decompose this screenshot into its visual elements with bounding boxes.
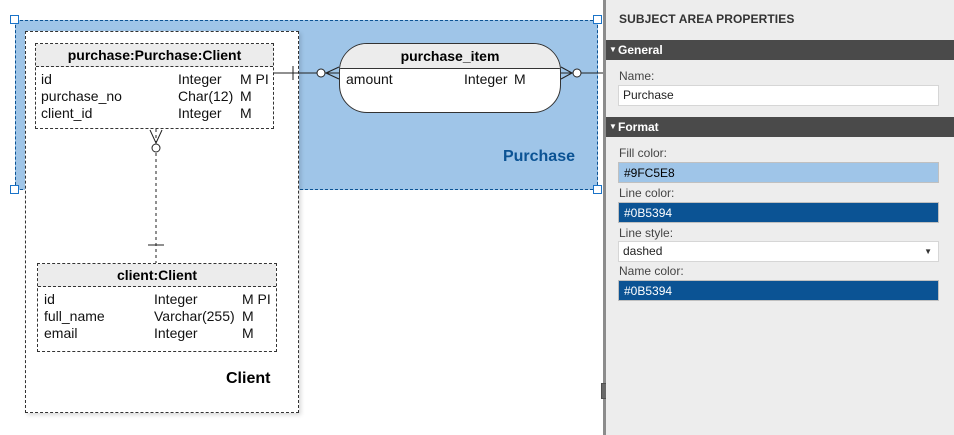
column-type: Char(12) — [178, 88, 234, 104]
resize-handle-top-right[interactable] — [593, 15, 602, 24]
resize-handle-bottom-right[interactable] — [593, 185, 602, 194]
properties-panel: SUBJECT AREA PROPERTIES ▼ General Name: … — [606, 0, 954, 435]
resize-handle-top-left[interactable] — [10, 15, 19, 24]
section-header-format[interactable]: ▼ Format — [606, 117, 954, 137]
table-purchase-item[interactable]: purchase_item amount Integer M — [339, 43, 561, 113]
section-header-general[interactable]: ▼ General — [606, 40, 954, 60]
fill-color-swatch[interactable]: #9FC5E8 — [618, 162, 939, 183]
line-style-value: dashed — [623, 244, 663, 258]
fill-color-label: Fill color: — [619, 146, 668, 160]
diagram-canvas[interactable]: Purchase Client purchase:Purchase:Client… — [0, 0, 603, 435]
panel-splitter[interactable] — [603, 0, 606, 435]
panel-title: SUBJECT AREA PROPERTIES — [619, 12, 795, 26]
table-row[interactable]: full_name Varchar(255) M — [38, 308, 276, 325]
table-title: client:Client — [38, 264, 276, 287]
table-row[interactable]: purchase_no Char(12) M — [36, 88, 273, 105]
table-client[interactable]: client:Client id Integer M PI full_name … — [37, 263, 277, 352]
column-name: purchase_no — [41, 88, 122, 104]
column-name: id — [44, 291, 55, 307]
column-flags: M PI — [240, 71, 269, 87]
column-flags: M — [240, 105, 252, 121]
column-type: Integer — [178, 71, 222, 87]
triangle-down-icon: ▼ — [609, 122, 617, 131]
column-type: Integer — [154, 291, 198, 307]
triangle-down-icon: ▼ — [609, 45, 617, 54]
name-color-label: Name color: — [619, 264, 684, 278]
column-flags: M — [242, 308, 254, 324]
resize-handle-bottom-left[interactable] — [10, 185, 19, 194]
column-flags: M — [242, 325, 254, 341]
column-name: id — [41, 71, 52, 87]
name-color-swatch[interactable]: #0B5394 — [618, 280, 939, 301]
column-name: full_name — [44, 308, 105, 324]
subject-area-name: Client — [226, 370, 271, 387]
line-style-label: Line style: — [619, 226, 674, 240]
column-name: email — [44, 325, 78, 341]
line-color-label: Line color: — [619, 186, 675, 200]
table-row[interactable]: id Integer M PI — [38, 291, 276, 308]
column-name: amount — [346, 71, 393, 87]
column-type: Integer — [178, 105, 222, 121]
chevron-down-icon: ▼ — [924, 247, 932, 256]
line-color-swatch[interactable]: #0B5394 — [618, 202, 939, 223]
column-type: Integer — [154, 325, 198, 341]
table-title: purchase_item — [340, 44, 560, 69]
column-flags: M PI — [242, 291, 271, 307]
table-title: purchase:Purchase:Client — [36, 44, 273, 67]
table-row[interactable]: amount Integer M — [340, 71, 560, 88]
column-flags: M — [514, 71, 526, 87]
section-title: General — [618, 43, 663, 57]
column-name: client_id — [41, 105, 93, 121]
section-title: Format — [618, 120, 659, 134]
name-input[interactable]: Purchase — [618, 85, 939, 106]
column-flags: M — [240, 88, 252, 104]
column-type: Varchar(255) — [154, 308, 235, 324]
subject-area-name: Purchase — [502, 148, 575, 165]
table-row[interactable]: id Integer M PI — [36, 71, 273, 88]
name-label: Name: — [619, 69, 655, 83]
table-purchase-client[interactable]: purchase:Purchase:Client id Integer M PI… — [35, 43, 274, 129]
column-type: Integer — [464, 71, 508, 87]
table-row[interactable]: email Integer M — [38, 325, 276, 342]
line-style-select[interactable]: dashed ▼ — [618, 241, 939, 262]
table-row[interactable]: client_id Integer M — [36, 105, 273, 122]
